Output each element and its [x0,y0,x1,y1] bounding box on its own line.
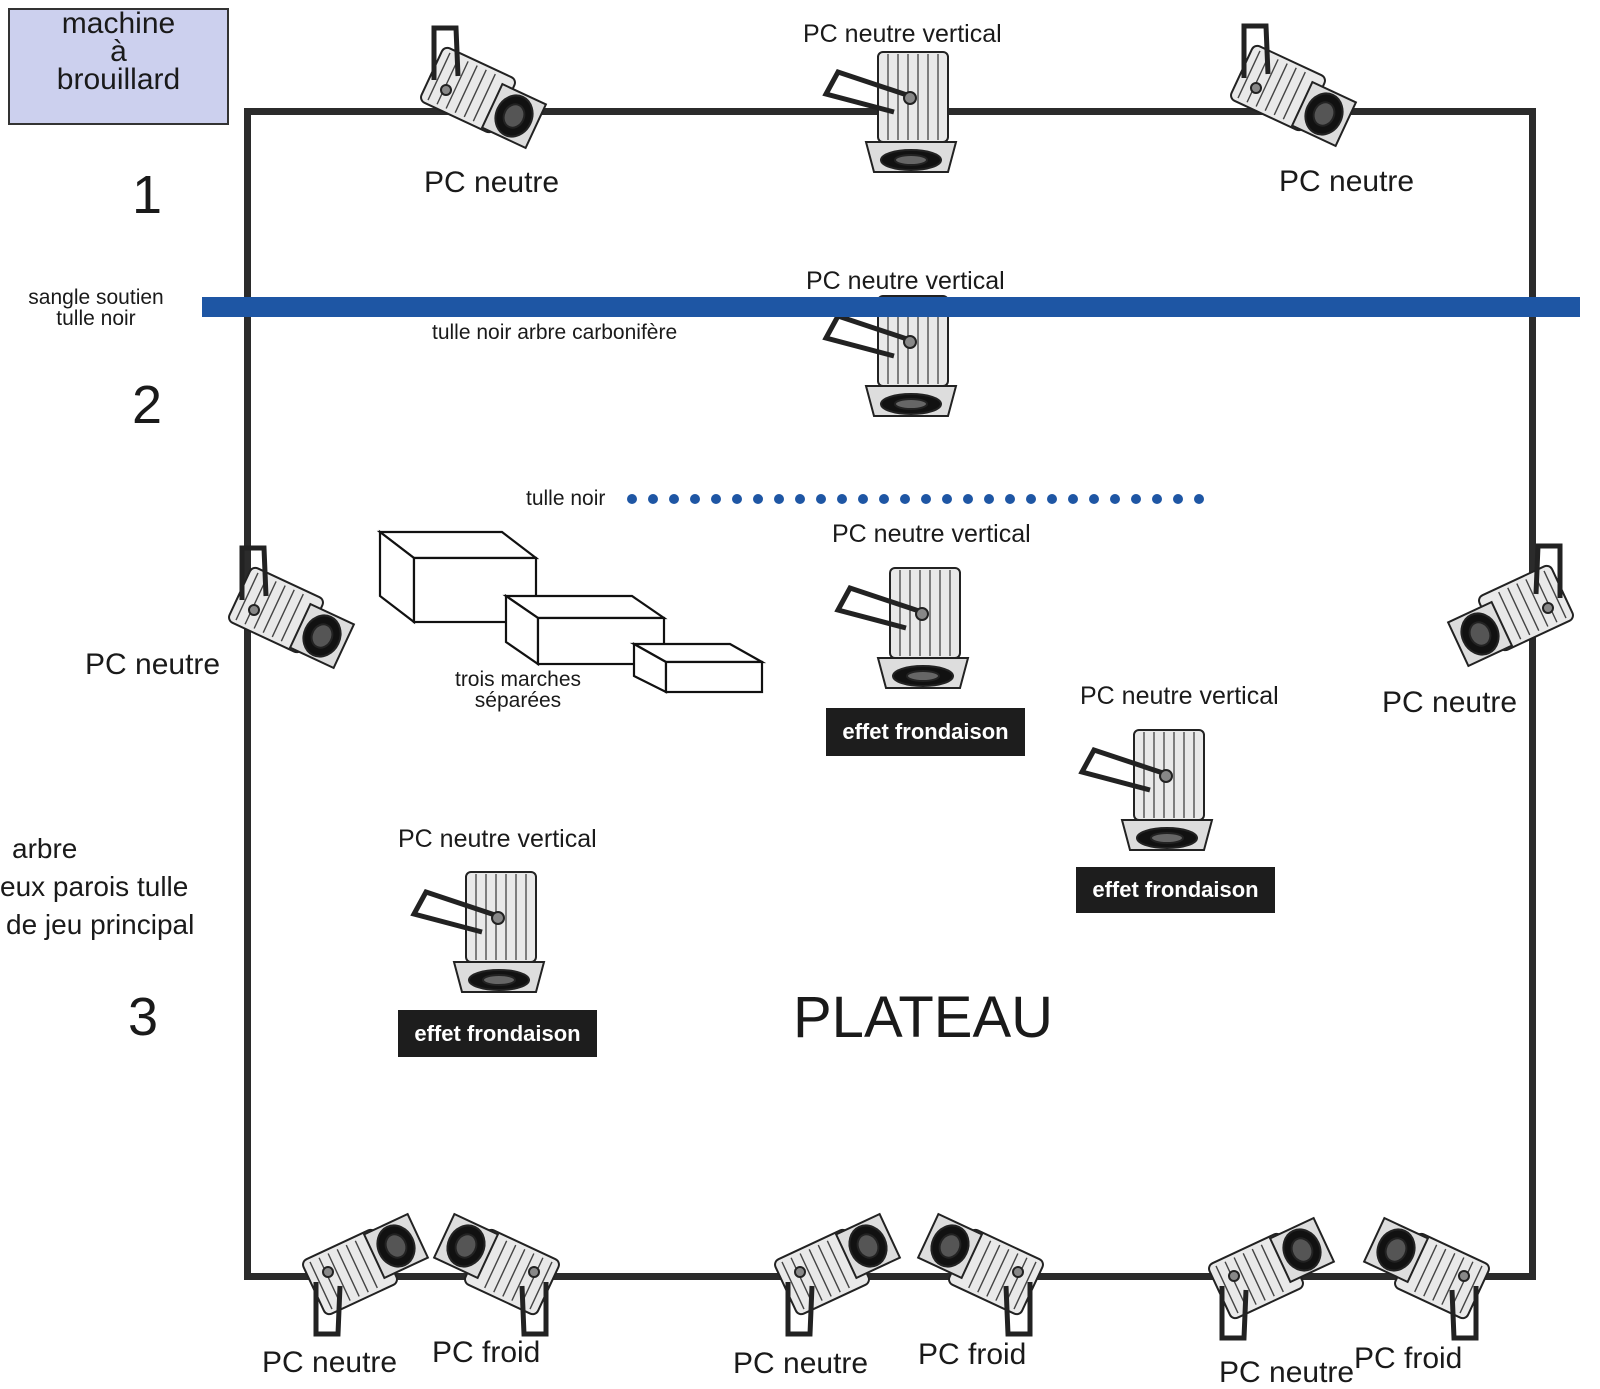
vertical-spotlight-icon [830,548,980,698]
spotlight-icon [1362,1196,1512,1346]
tulle-dotted-line [627,494,1204,504]
spotlight-icon [1208,18,1358,168]
spotlight-icon [1186,1196,1336,1346]
spotlight-icon [432,1192,582,1342]
spotlight-icon [206,540,356,690]
vertical-spotlight-icon [406,852,556,1002]
effect-badge: effet frondaison [826,708,1025,756]
zone-number-3: 3 [128,987,159,1047]
spotlight-icon [398,20,548,170]
zone-number-1: 1 [132,165,163,225]
label-pc-froid-bottom-2: PC froid [918,1338,1027,1371]
side-note-line-1: arbre [12,833,78,864]
effect-badge: effet frondaison [1076,867,1275,913]
stage-title: PLATEAU [793,985,1054,1050]
label-pc-froid-bottom-3: PC froid [1354,1342,1463,1375]
fog-machine-line-2: à [110,35,127,68]
label-pc-neutre-vertical-3a: PC neutre vertical [832,520,1031,548]
label-pc-neutre-top-left: PC neutre [424,166,560,199]
spotlight-icon [752,1192,902,1342]
steps-label: trois marches séparées [438,669,598,711]
side-note: arbre eux parois tulle de jeu principal [0,830,194,944]
fog-machine-line-3: brouillard [56,63,181,96]
label-pc-froid-bottom-1: PC froid [432,1336,541,1369]
strap-label-line-2: tulle noir [56,307,136,330]
label-pc-neutre-vertical-3b: PC neutre vertical [1080,682,1279,710]
label-pc-neutre-bottom-3: PC neutre [1219,1356,1355,1389]
effect-badge: effet frondaison [398,1010,597,1057]
zone-number-2: 2 [132,375,163,435]
strap-bar [202,297,1580,317]
spotlight-icon [916,1192,1066,1342]
tulle-label-mid: tulle noir [526,487,606,510]
spotlight-icon [1446,538,1596,688]
label-pc-neutre-bottom-2: PC neutre [733,1347,869,1380]
side-note-line-2: eux parois tulle [0,871,189,902]
strap-label-line-1: sangle soutien [28,286,164,309]
vertical-spotlight-icon [818,32,968,182]
label-pc-neutre-bottom-1: PC neutre [262,1346,398,1379]
tulle-label-top: tulle noir arbre carbonifère [432,321,678,344]
steps-label-line-2: séparées [474,689,562,712]
label-pc-neutre-top-right: PC neutre [1279,165,1415,198]
spotlight-icon [280,1192,430,1342]
steps-drawing [376,529,767,694]
side-note-line-3: de jeu principal [6,909,195,940]
vertical-spotlight-icon [1074,710,1224,860]
fog-machine-line-1: machine [61,7,176,40]
label-pc-neutre-vertical-top: PC neutre vertical [803,20,1002,48]
label-pc-neutre-vertical-2: PC neutre vertical [806,267,1005,295]
label-pc-neutre-left: PC neutre [85,648,221,681]
fog-machine-box: machine à brouillard [8,8,229,125]
steps-label-line-1: trois marches [454,668,582,691]
label-pc-neutre-right: PC neutre [1382,686,1518,719]
label-pc-neutre-vertical-3c: PC neutre vertical [398,825,597,853]
strap-label: sangle soutien tulle noir [18,287,174,329]
